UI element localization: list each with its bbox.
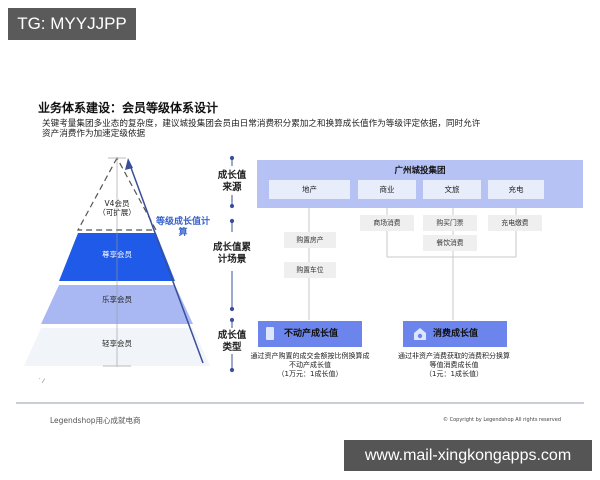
footer-divider [16, 402, 584, 404]
axis-source-line2: 来源 [222, 182, 242, 193]
scene-charging-fee: 充电缴费 [488, 215, 542, 231]
category-charging: 充电 [488, 180, 544, 199]
axis-type-line1: 成长值 [217, 330, 247, 341]
axis-scene-line1: 成长值累 [212, 242, 251, 253]
slide-description: 关键考量集团多业态的复杂度，建议城投集团会员由日常消费积分累加之和换算成长值作为… [42, 119, 562, 139]
scene-mall-spending: 商场消费 [360, 215, 414, 231]
group-title: 广州城投集团 [394, 166, 446, 176]
real-estate-note-line2: 不动产成长值 [289, 361, 331, 369]
consumption-note-line2: 等值消费成长值 [429, 361, 479, 369]
axis-label-type: 成长值 类型 [210, 330, 254, 354]
footer-brand: Legendshop用心成就电商 [50, 416, 141, 425]
building-icon [266, 327, 274, 340]
scene-dining: 餐饮消费 [423, 235, 477, 251]
pyramid-label-basic: 轻享会员 [102, 339, 132, 348]
value-type-consumption-label: 消费成长值 [433, 329, 479, 339]
axis-label-scene: 成长值累 计场景 [207, 242, 257, 266]
axis-scene-line2: 计场景 [217, 254, 247, 265]
pyramid-label-plus: 乐享会员 [102, 295, 132, 304]
axis-label-source: 成长值 来源 [210, 170, 254, 194]
real-estate-note: 通过资产购置的成交金额按比例换算成 不动产成长值 （1万元：1成长值） [242, 352, 378, 379]
description-line-1: 关键考量集团多业态的复杂度，建议城投集团会员由日常消费积分累加之和换算成长值作为… [42, 119, 481, 129]
category-tourism: 文旅 [423, 180, 481, 199]
real-estate-note-line3: （1万元：1成长值） [277, 370, 343, 378]
scene-buy-parking: 购置车位 [284, 262, 336, 278]
home-icon [414, 328, 426, 340]
v4-name: V4会员 [104, 199, 130, 208]
scene-buy-property: 购置房产 [284, 232, 336, 248]
consumption-note-line1: 通过非资产消费获取的消费积分换算 [398, 352, 510, 360]
watermark-top: TG: MYYJJPP [8, 8, 136, 40]
watermark-bottom: www.mail-xingkongapps.com [344, 440, 592, 471]
consumption-note-line3: （1元：1成长值） [425, 370, 483, 378]
value-type-real-estate-label: 不动产成长值 [284, 329, 339, 339]
growth-calc-line1: 等级成长值计 [155, 217, 210, 227]
pyramid-label-premium: 尊享会员 [102, 250, 132, 259]
axis-type-line2: 类型 [222, 342, 242, 353]
pyramid-label-v4: V4会员 （可扩展） [87, 199, 147, 217]
category-real-estate: 地产 [269, 180, 350, 199]
growth-calc-line2: 算 [178, 228, 188, 238]
growth-calc-label: 等级成长值计 算 [148, 217, 218, 239]
connector-lines [308, 199, 517, 320]
svg-text:˙ ⁄: ˙ ⁄ [38, 378, 46, 385]
axis-source-line1: 成长值 [217, 170, 247, 181]
value-type-real-estate: 不动产成长值 [258, 321, 362, 347]
description-line-2: 资产消费作为加速定级依据 [42, 129, 146, 139]
consumption-note: 通过非资产消费获取的消费积分换算 等值消费成长值 （1元：1成长值） [386, 352, 522, 379]
value-type-consumption: 消费成长值 [403, 321, 507, 347]
scene-buy-tickets: 购买门票 [423, 215, 477, 231]
footer-copyright: © Copyright by Legendshop All rights res… [443, 417, 561, 423]
axis-lines [229, 155, 235, 373]
real-estate-note-line1: 通过资产购置的成交金额按比例换算成 [250, 352, 370, 360]
v4-note: （可扩展） [98, 208, 136, 217]
growth-arrow [129, 164, 204, 364]
slide-title: 业务体系建设：会员等级体系设计 [38, 101, 219, 115]
arrow-head-icon [125, 158, 133, 170]
category-commerce: 商业 [358, 180, 416, 199]
